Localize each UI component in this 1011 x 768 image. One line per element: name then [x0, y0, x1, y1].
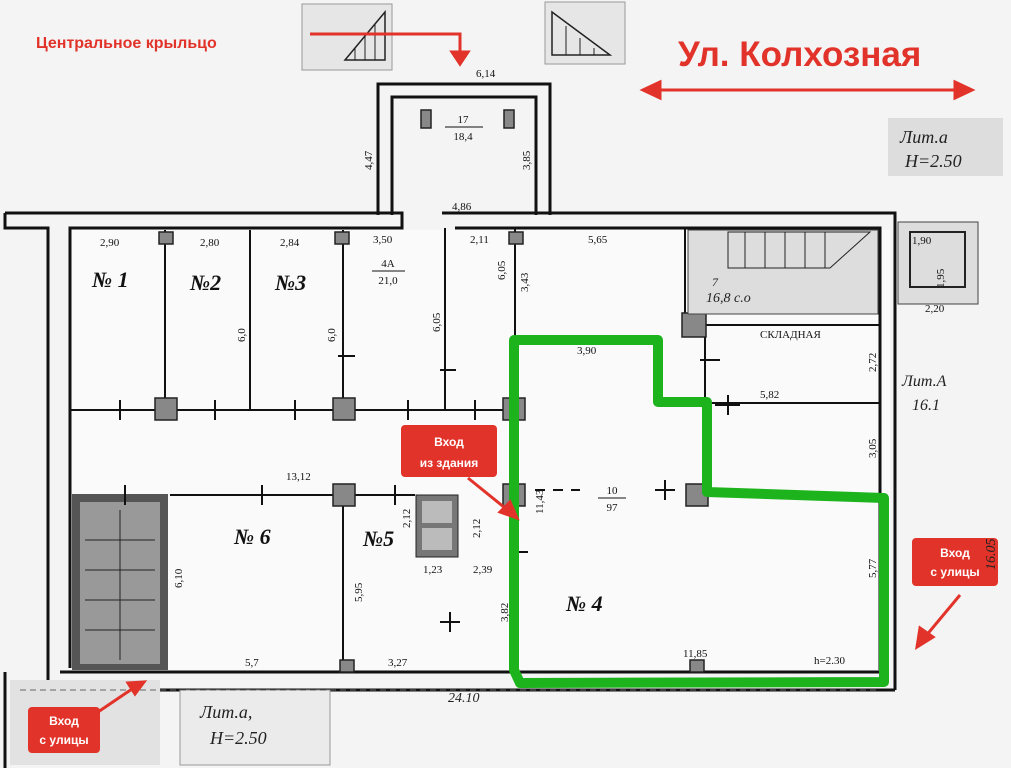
dim-582: 5,82: [760, 389, 779, 401]
dim-212a: 2,12: [401, 509, 413, 528]
dim-60a: 6,0: [236, 328, 248, 342]
street-name-label: Ул. Колхозная: [678, 35, 921, 74]
entry-from-building-box: Вход из здания: [401, 425, 497, 477]
stamp-lit-a-right-line1: Лит.А: [901, 373, 947, 390]
walls: [3, 82, 897, 768]
dim-577: 5,77: [867, 558, 879, 578]
storage-label: СКЛАДНАЯ: [760, 329, 821, 341]
stamp-lit-a-top-line1: Лит.а: [899, 127, 948, 147]
room-4a-area: 21,0: [378, 275, 398, 287]
small-dim-1: 1,90: [912, 235, 932, 247]
dim-239: 2,39: [473, 564, 493, 576]
dim-595: 5,95: [353, 582, 365, 602]
room-5-label: №5: [362, 526, 394, 551]
stamp-lit-a-right-line2: 16.1: [912, 397, 940, 414]
room-17-number: 17: [458, 114, 470, 126]
entry-from-building-line2: из здания: [420, 456, 479, 470]
dim-605a: 6,05: [496, 260, 508, 280]
right-edge-number: 16.05: [984, 539, 999, 571]
dim-1312: 13,12: [286, 471, 311, 483]
dim-486: 4,86: [452, 201, 472, 213]
room-2-label: №2: [189, 270, 221, 295]
dim-614: 6,14: [476, 68, 496, 80]
dim-327: 3,27: [388, 657, 408, 669]
dim-290: 2,90: [100, 237, 120, 249]
room-17-area: 18,4: [453, 131, 473, 143]
room-17-fraction: 17 18,4: [445, 114, 483, 143]
dim-565: 5,65: [588, 234, 608, 246]
room-10-area: 97: [607, 502, 619, 514]
dim-123: 1,23: [423, 564, 443, 576]
stamp-lit-a-right: Лит.А 16.1: [901, 373, 947, 414]
dim-610: 6,10: [173, 568, 185, 588]
room-4a-fraction: 4А 21,0: [372, 258, 405, 287]
dim-343: 3,43: [519, 272, 531, 292]
stair-room-bottom-left: [72, 494, 168, 670]
dim-2410: 24.10: [448, 691, 480, 706]
stair-room-note: 7: [712, 275, 719, 289]
stamp-lit-a-bottom-line2: Н=2.50: [209, 728, 267, 748]
dim-60b: 6,0: [326, 328, 338, 342]
dim-211: 2,11: [470, 234, 489, 246]
room-3-label: №3: [274, 270, 306, 295]
room-6-label: № 6: [233, 524, 271, 549]
red-arrows: [97, 32, 976, 714]
small-dim-2: 1,95: [935, 268, 947, 288]
dim-1185: 11,85: [683, 648, 708, 660]
dim-605b: 6,05: [431, 312, 443, 332]
stamp-lit-a-bottom-line1: Лит.а,: [199, 702, 252, 722]
room-4a-number: 4А: [381, 258, 395, 270]
dim-447: 4,47: [363, 150, 375, 170]
stamp-lit-a-top-line2: Н=2.50: [904, 151, 962, 171]
stair-room-area: 16,8 с.о: [706, 291, 751, 306]
height-note: h=2.30: [814, 655, 845, 667]
top-stair-sketch-left: [301, 3, 393, 71]
room-4-highlight-outline: [509, 335, 889, 688]
dim-212b: 2,12: [471, 519, 483, 538]
room-10-number: 10: [607, 485, 619, 497]
entry-from-building-line1: Вход: [434, 435, 464, 449]
entry-from-street-right-line1: Вход: [940, 546, 970, 560]
small-dim-3: 2,20: [925, 303, 945, 315]
entry-from-street-left-line1: Вход: [49, 714, 79, 728]
dim-385: 3,85: [521, 150, 533, 170]
dim-390: 3,90: [577, 345, 597, 357]
small-stair-right-edge: [897, 221, 979, 305]
central-porch-label: Центральное крыльцо: [36, 35, 217, 52]
wc-block: [415, 494, 459, 558]
room-10-fraction: 10 97: [598, 485, 626, 514]
stamp-lit-a-bottom: Лит.а, Н=2.50: [199, 702, 267, 748]
dim-280: 2,80: [200, 237, 220, 249]
dim-57: 5,7: [245, 657, 259, 669]
entry-from-street-left-box: Вход с улицы: [28, 707, 100, 753]
stair-room-top-right: [687, 229, 879, 315]
dim-1143: 11,43: [534, 489, 546, 514]
dim-272: 2,72: [867, 353, 879, 372]
dim-305: 3,05: [867, 438, 879, 458]
entry-from-street-right-line2: с улицы: [930, 565, 979, 579]
entry-from-street-right-box: Вход с улицы: [912, 538, 998, 586]
pillars: [154, 109, 709, 673]
dim-382: 3,82: [499, 603, 511, 622]
room-4-label: № 4: [565, 591, 603, 616]
dim-350: 3,50: [373, 234, 393, 246]
entry-from-street-left-line2: с улицы: [39, 733, 88, 747]
room-1-label: № 1: [91, 267, 129, 292]
stamp-lit-a-top: Лит.а Н=2.50: [888, 118, 1003, 176]
dim-284: 2,84: [280, 237, 300, 249]
top-stair-sketch-right: [544, 1, 626, 65]
